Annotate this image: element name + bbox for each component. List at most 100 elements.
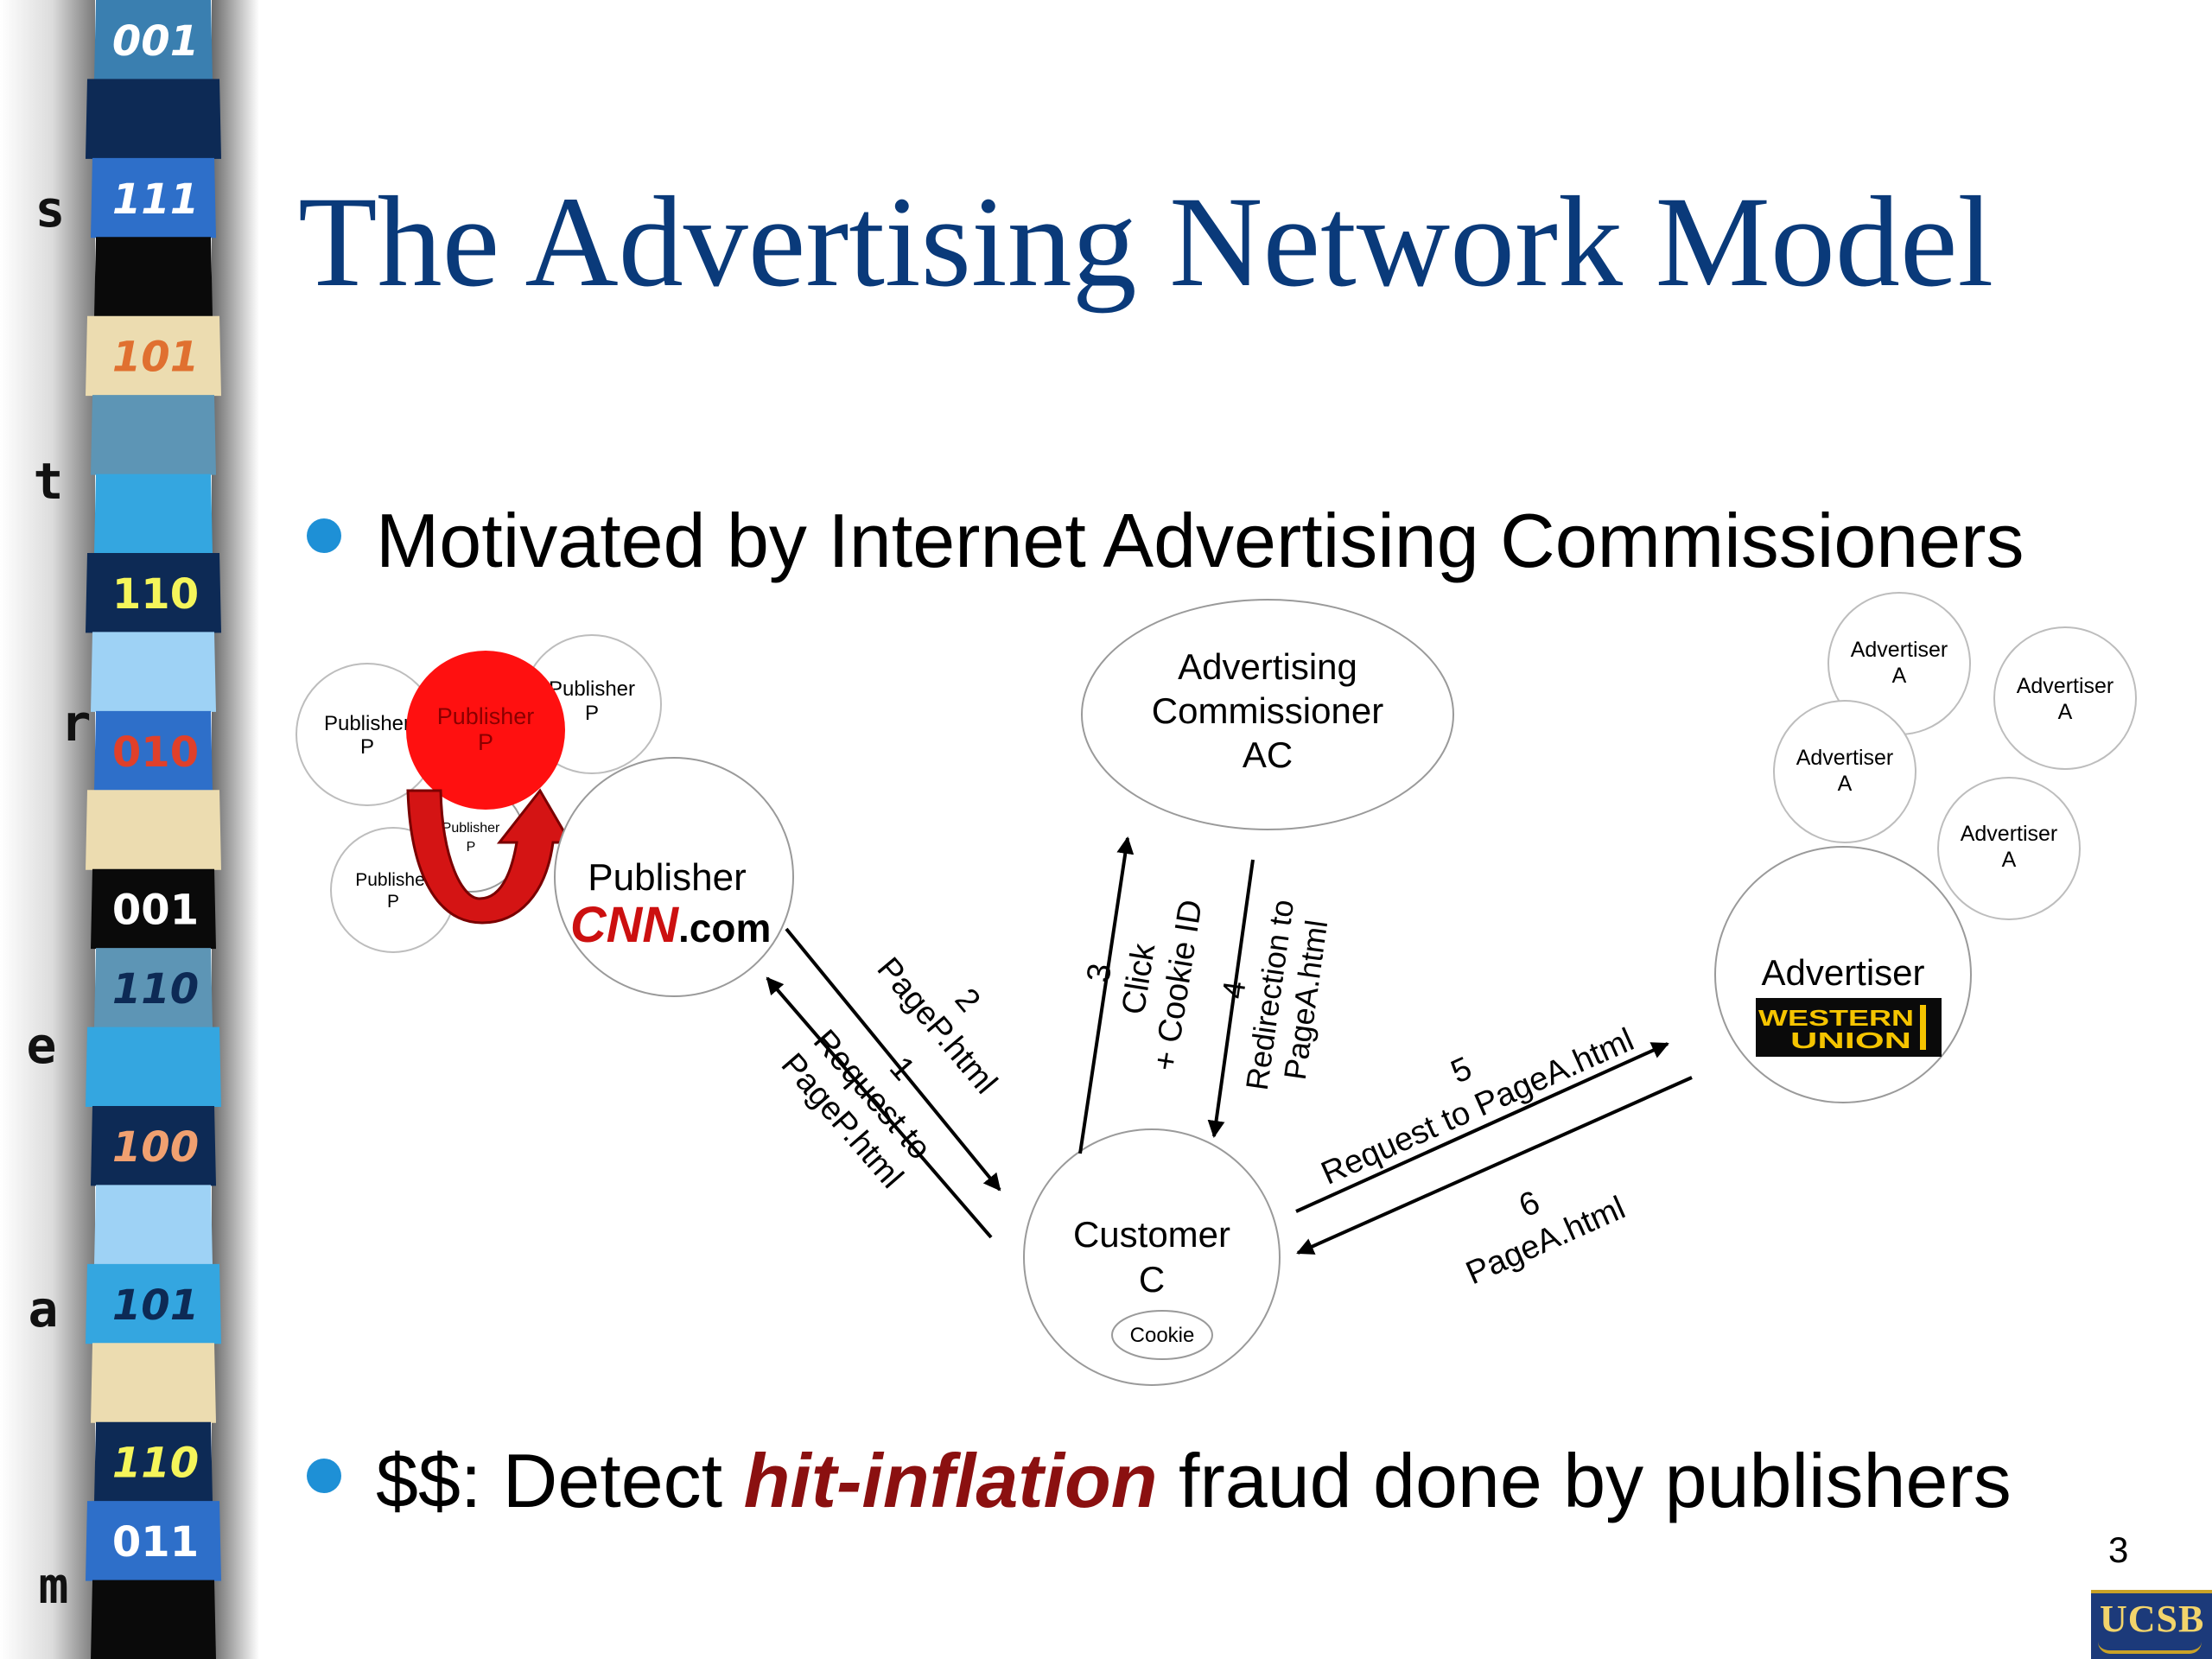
publisher-node-letter: P [478,729,493,755]
strip-letter: r [61,694,92,753]
arrow-4-number: 4 [1215,979,1252,1001]
strip-band [94,0,213,80]
strip-band [91,395,216,475]
advertiser-node-letter: A [1892,664,1907,688]
strip-band [94,710,213,791]
bullet-dot-icon [307,1459,341,1493]
ac-label-line3: AC [1243,734,1293,775]
ucsb-logo-text: UCSB [2100,1598,2205,1640]
page-number: 3 [2108,1529,2129,1570]
ac-label-line2: Commissioner [1152,690,1383,731]
customer-label-line2: C [1139,1259,1165,1300]
cnn-logo-suffix: .com [678,906,771,950]
strip-band [91,1106,216,1186]
arrow-6-pagea-response [1296,1076,1693,1255]
arrow-4-redirection [1207,859,1255,1138]
publisher-node-letter: P [360,735,374,759]
strip-letters: s t r e a m [27,180,92,1615]
strip-band [91,157,216,238]
strip-band-label: 101 [112,334,199,382]
advertiser-node: Advertiser A [1937,777,2081,920]
strip-letter: t [34,452,64,511]
ac-label-line1: Advertising [1178,646,1357,687]
ucsb-wave-icon [2098,1642,2202,1654]
publisher-node-label: Publisher [324,712,410,735]
publisher-cnn-node: Publisher CNN .com [554,757,794,997]
flow-arrows [766,836,1693,1255]
advertiser-node-label: Advertiser [1851,638,1948,662]
arrow-3-label: 3 Click + Cookie ID [1080,897,1210,1073]
publisher-node-letter: P [467,840,476,855]
strip-band-label: 010 [112,728,199,777]
advertiser-node: Advertiser A [1827,592,1971,735]
customer-label-line1: Customer [1073,1214,1230,1255]
advertiser-main-label: Advertiser [1761,952,1924,993]
arrow-1-request-pagep [766,976,993,1239]
advertiser-node-letter: A [1838,772,1853,796]
advertiser-node-letter: A [2058,700,2073,724]
arrow-3-text: Click [1116,940,1163,1017]
strip-letter: e [27,1016,57,1075]
ucsb-logo: UCSB [2091,1590,2212,1659]
advertiser-node-letter: A [2002,848,2017,872]
cnn-logo: CNN [570,897,679,953]
slide-title: The Advertising Network Model [298,170,1994,314]
arrow-6-number: 6 [1514,1185,1545,1225]
bullet-goal-prefix: $$: Detect [376,1438,744,1523]
arrow-6-text: PageA.html [1461,1190,1631,1292]
strip-letter: m [39,1556,69,1615]
publisher-node-label: Publisher [442,821,500,836]
advertiser-western-union-node: Advertiser WESTERN UNION [1714,846,1972,1103]
arrow-5-label: 5 Request to PageA.html [1316,1021,1639,1192]
strip-band [94,237,213,317]
western-union-logo: WESTERN UNION [1756,998,1942,1057]
publisher-cnn-label: Publisher [588,856,746,899]
publisher-cluster: Publisher P Publisher P Publisher P Publ… [296,634,662,953]
publisher-node-label: Publisher [355,870,431,890]
arrow-5-request-pagea [1295,1042,1669,1213]
arrow-5-text: Request to PageA.html [1316,1021,1639,1192]
strip-band [86,790,221,870]
bullet-motivation-text: Motivated by Internet Advertising Commis… [376,498,2024,583]
strip-band-label: 011 [112,1518,199,1567]
strip-band-label: 110 [112,1440,199,1488]
advertiser-node-label: Advertiser [1961,822,2058,846]
publisher-node-label: Publisher [437,703,535,729]
advertiser-node-label: Advertiser [1796,746,1894,770]
strip-band [94,1421,213,1503]
ad-commissioner-node: Advertising Commissioner AC [1081,599,1454,830]
customer-node: Customer C Cookie [1023,1128,1281,1386]
cookie-label: Cookie [1130,1324,1195,1347]
publisher-node-label: Publisher [549,677,635,701]
strip-band [86,1027,221,1107]
strip-band-label: 111 [112,175,199,224]
strip-band [94,474,213,554]
arrow-2-number: 2 [948,982,988,1019]
advertiser-node: Advertiser A [1773,700,1916,843]
strip-band [91,632,216,712]
strip-band-label: 110 [112,965,199,1014]
bullet-goal-emphasis: hit-inflation [743,1438,1158,1523]
arrow-2-pagep-response [785,927,1001,1192]
arrow-5-number: 5 [1446,1051,1477,1091]
strip-band [91,1343,216,1423]
strip-letter: a [29,1280,59,1338]
bullet-dot-icon [307,518,341,553]
strip-band [91,868,216,950]
advertiser-node-label: Advertiser [2017,674,2114,698]
strip-band [86,79,221,159]
strip-letter: s [35,180,66,238]
strip-band [86,553,221,633]
publisher-node-letter: P [387,892,399,912]
strip-band [86,1263,221,1344]
bullet-goal: $$: Detect hit-inflation fraud done by p… [307,1443,2012,1519]
publisher-node-highlighted: Publisher P [406,651,565,810]
strip-band [94,1185,213,1265]
arrow-3-click-cookie [1078,836,1135,1154]
cookie-badge [1111,1310,1213,1360]
bullet-goal-suffix: fraud done by publishers [1157,1438,2012,1523]
strip-band-label: 110 [112,570,199,619]
